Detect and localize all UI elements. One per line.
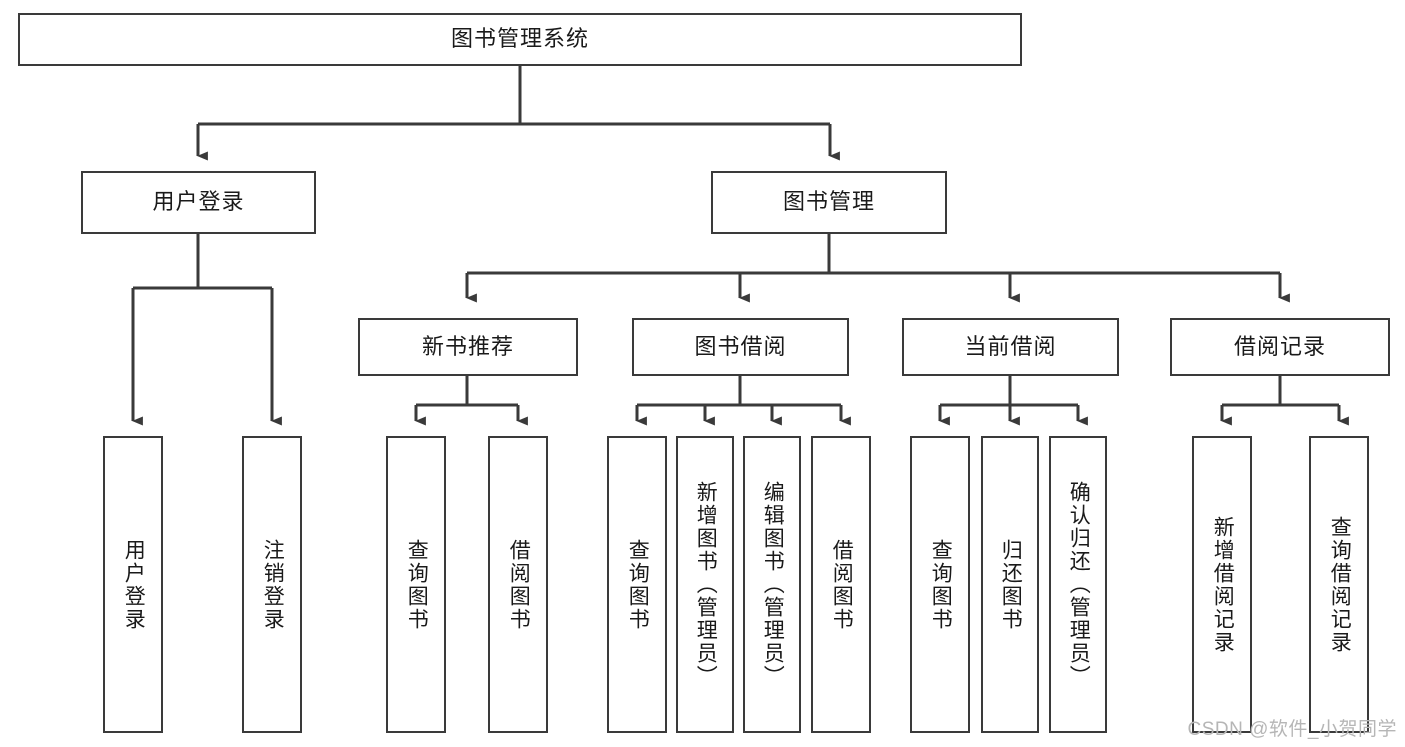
node-label: 新增图书（管理员） — [694, 481, 718, 688]
node-label: 当前借阅 — [964, 333, 1057, 359]
node-label: 借阅记录 — [1233, 333, 1326, 359]
node-label: 图书管理系统 — [450, 26, 589, 52]
leaf-node-add-book-admin[interactable]: 新增图书（管理员） — [676, 436, 734, 733]
node-label: 归还图书 — [999, 538, 1023, 631]
leaf-node-confirm-return-admin[interactable]: 确认归还（管理员） — [1049, 436, 1107, 733]
leaf-node-user-login[interactable]: 用户登录 — [103, 436, 163, 733]
node-book-management[interactable]: 图书管理 — [711, 171, 947, 234]
leaf-node-query-book-borrow[interactable]: 查询图书 — [607, 436, 667, 733]
node-label: 图书借阅 — [694, 333, 787, 359]
node-label: 新书推荐 — [421, 333, 514, 359]
node-root-book-management-system[interactable]: 图书管理系统 — [18, 13, 1022, 66]
leaf-node-query-borrow-record[interactable]: 查询借阅记录 — [1309, 436, 1369, 733]
node-label: 查询借阅记录 — [1328, 515, 1352, 654]
node-label: 借阅图书 — [830, 538, 854, 631]
node-label: 注销登录 — [261, 538, 285, 631]
node-user-login[interactable]: 用户登录 — [81, 171, 316, 234]
leaf-node-add-borrow-record[interactable]: 新增借阅记录 — [1192, 436, 1252, 733]
node-label: 图书管理 — [782, 189, 875, 215]
node-current-borrowing[interactable]: 当前借阅 — [902, 318, 1119, 376]
node-label: 借阅图书 — [507, 538, 531, 631]
node-label: 确认归还（管理员） — [1067, 481, 1091, 688]
node-label: 编辑图书（管理员） — [761, 481, 785, 688]
node-borrowing-record[interactable]: 借阅记录 — [1170, 318, 1390, 376]
leaf-node-return-book[interactable]: 归还图书 — [981, 436, 1039, 733]
csdn-watermark: CSDN @软件_小贺同学 — [1187, 719, 1397, 740]
node-label: 用户登录 — [152, 189, 245, 215]
node-label: 新增借阅记录 — [1211, 515, 1235, 654]
node-new-book-recommendation[interactable]: 新书推荐 — [358, 318, 578, 376]
node-label: 查询图书 — [929, 538, 953, 631]
node-book-borrowing[interactable]: 图书借阅 — [632, 318, 849, 376]
leaf-node-logout[interactable]: 注销登录 — [242, 436, 302, 733]
leaf-node-query-book-rec[interactable]: 查询图书 — [386, 436, 446, 733]
node-label: 用户登录 — [122, 538, 146, 631]
leaf-node-edit-book-admin[interactable]: 编辑图书（管理员） — [743, 436, 801, 733]
leaf-node-query-book-current[interactable]: 查询图书 — [910, 436, 970, 733]
node-label: 查询图书 — [626, 538, 650, 631]
node-label: 查询图书 — [405, 538, 429, 631]
leaf-node-borrow-book[interactable]: 借阅图书 — [811, 436, 871, 733]
leaf-node-borrow-book-rec[interactable]: 借阅图书 — [488, 436, 548, 733]
